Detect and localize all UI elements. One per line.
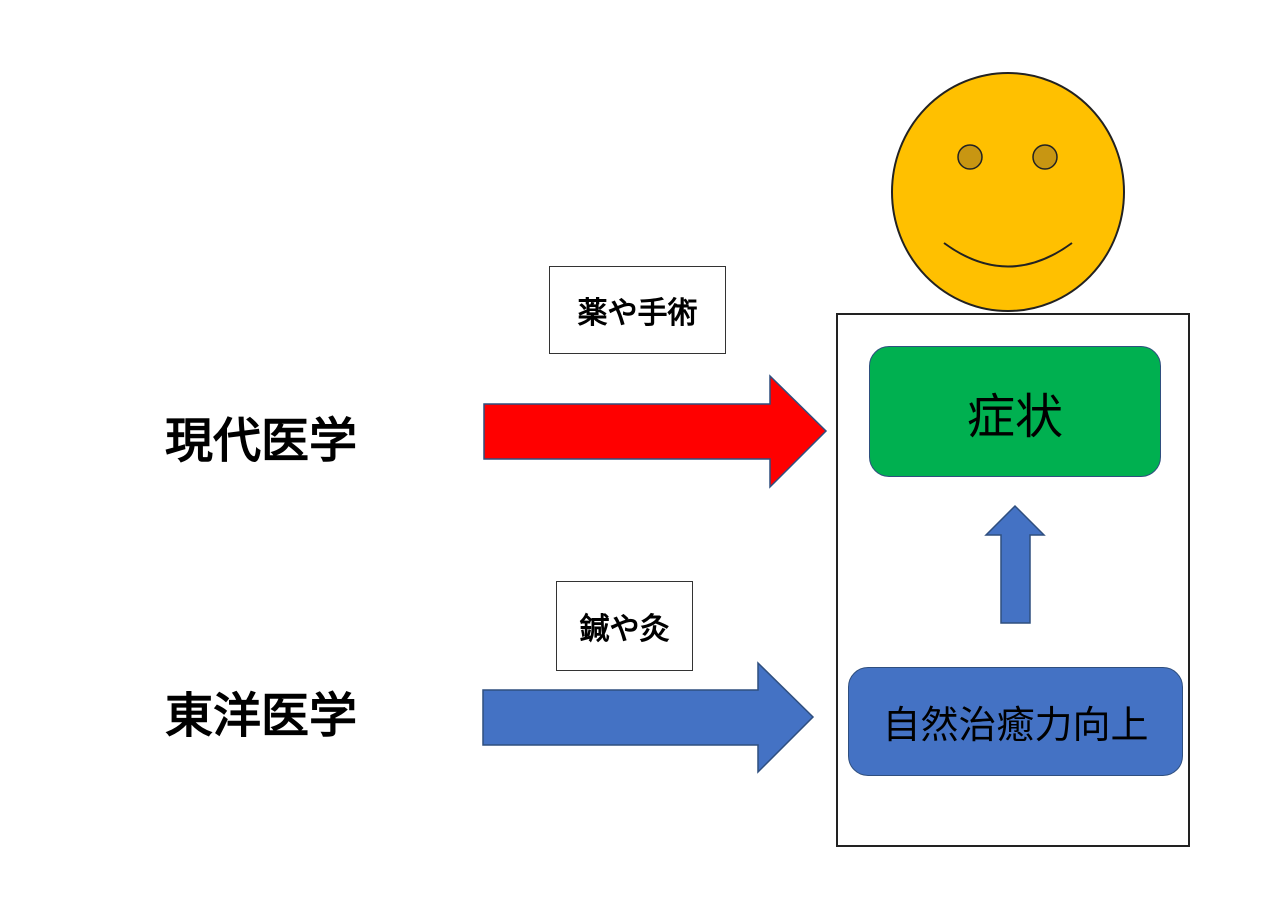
- right-eye-icon: [1032, 144, 1058, 170]
- modern-method-box: 薬や手術: [549, 266, 726, 354]
- eastern-method-box: 鍼や灸: [556, 581, 693, 671]
- natural-healing-box: 自然治癒力向上: [848, 667, 1183, 776]
- modern-medicine-label: 現代医学: [165, 413, 358, 469]
- smile-icon: [943, 242, 1073, 268]
- modern-medicine-arrow: [483, 374, 828, 489]
- healing-to-symptom-arrow: [984, 504, 1046, 624]
- eastern-medicine-arrow: [482, 661, 815, 774]
- smiley-face-icon: [891, 72, 1125, 312]
- symptom-box: 症状: [869, 346, 1161, 477]
- eastern-medicine-label: 東洋医学: [165, 688, 358, 744]
- left-eye-icon: [957, 144, 983, 170]
- natural-healing-label: 自然治癒力向上: [882, 703, 1149, 747]
- symptom-label: 症状: [966, 388, 1063, 445]
